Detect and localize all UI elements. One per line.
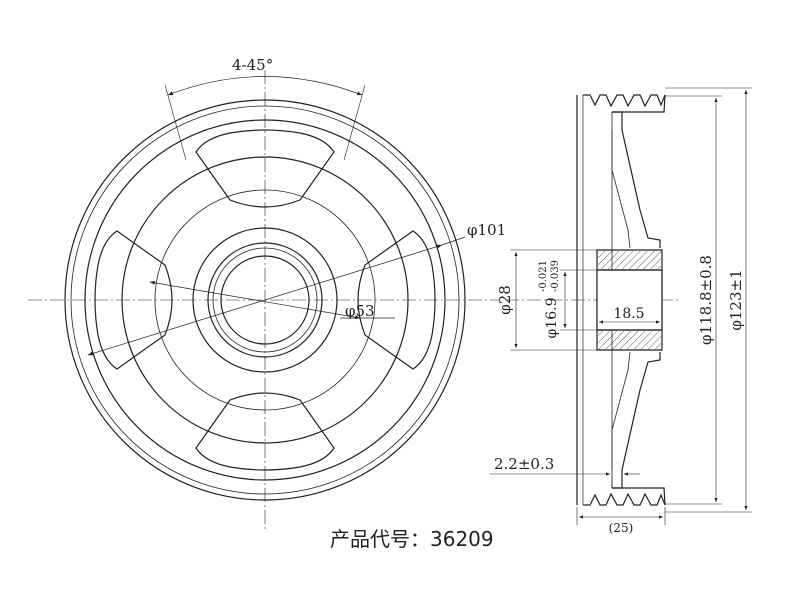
outer-rim-circle (64, 99, 466, 501)
inner-rim-circle (84, 119, 446, 481)
dia-118-label: φ118.8±0.8 (697, 255, 715, 345)
window-top (195, 129, 335, 208)
bore-tol-lower: -0.039 (550, 260, 561, 292)
outer-rim-circle-2 (70, 105, 460, 495)
hub-length-label: 18.5 (613, 306, 644, 322)
width-label: (25) (609, 521, 634, 535)
side-dimensions (490, 87, 752, 525)
dia-123-label: φ123±1 (727, 269, 745, 330)
hub-hatch-top (598, 251, 661, 269)
product-code-caption: 产品代号：36209 (330, 527, 494, 551)
thickness-label: 2.2±0.3 (494, 455, 554, 473)
web-upper-inner (611, 130, 631, 249)
hub-hatch-bottom (598, 331, 661, 349)
web-lower (612, 352, 661, 489)
web-lower-inner (611, 351, 631, 470)
angle-ext-line-left (164, 84, 187, 161)
dia-101-leader (441, 236, 466, 246)
web-upper (612, 111, 661, 248)
bore-label: φ16.9 (544, 298, 560, 339)
bore-section (596, 269, 663, 331)
angle-arc (167, 76, 363, 96)
window-bottom (195, 392, 335, 471)
dia-101-label: φ101 (467, 221, 506, 239)
side-view (505, 94, 680, 506)
angle-ext-line-right (343, 84, 366, 161)
bottom-grooves (583, 487, 666, 506)
top-grooves (583, 94, 666, 113)
bore-tol-upper: -0.021 (538, 260, 549, 292)
front-view (28, 70, 500, 530)
dia-53-label: φ53 (345, 302, 375, 320)
dia-53-dim-line (149, 280, 361, 320)
angle-label: 4-45° (232, 56, 273, 74)
dia-28-label: φ28 (496, 285, 514, 315)
